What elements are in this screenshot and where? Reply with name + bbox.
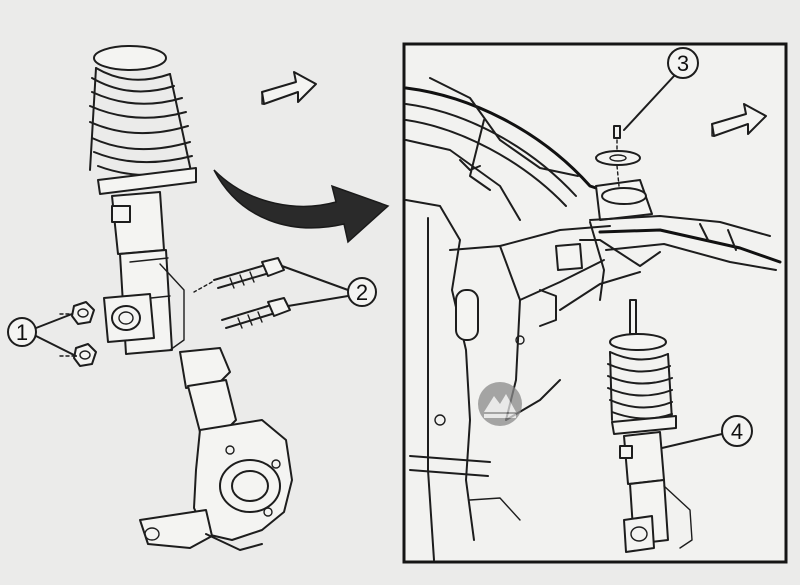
callout-1: 1	[7, 313, 77, 357]
nut-upper	[59, 301, 95, 325]
nut-lower	[59, 343, 97, 367]
strut-assembly-detail	[607, 299, 693, 553]
curved-arrow-icon	[213, 169, 390, 244]
callout-4: 4	[661, 415, 753, 449]
coil-spring	[89, 45, 197, 195]
steering-knuckle	[139, 347, 293, 551]
bolt-upper	[193, 257, 285, 293]
callout-2: 2	[281, 265, 377, 307]
callout-3-label: 3	[677, 51, 689, 76]
watermark-logo	[478, 382, 522, 426]
strut-tower	[559, 179, 782, 311]
callout-3: 3	[623, 47, 699, 131]
callout-2-label: 2	[356, 280, 368, 305]
forward-arrow-icon	[711, 103, 767, 137]
detail-inset: 3 4	[402, 42, 788, 564]
forward-arrow-icon	[261, 71, 317, 105]
callout-1-label: 1	[16, 320, 28, 345]
strut-body	[103, 191, 185, 355]
bolt-lower	[221, 297, 291, 329]
left-strut-assembly	[59, 45, 293, 551]
strut-mount-washer	[595, 125, 641, 187]
callout-4-label: 4	[731, 419, 743, 444]
